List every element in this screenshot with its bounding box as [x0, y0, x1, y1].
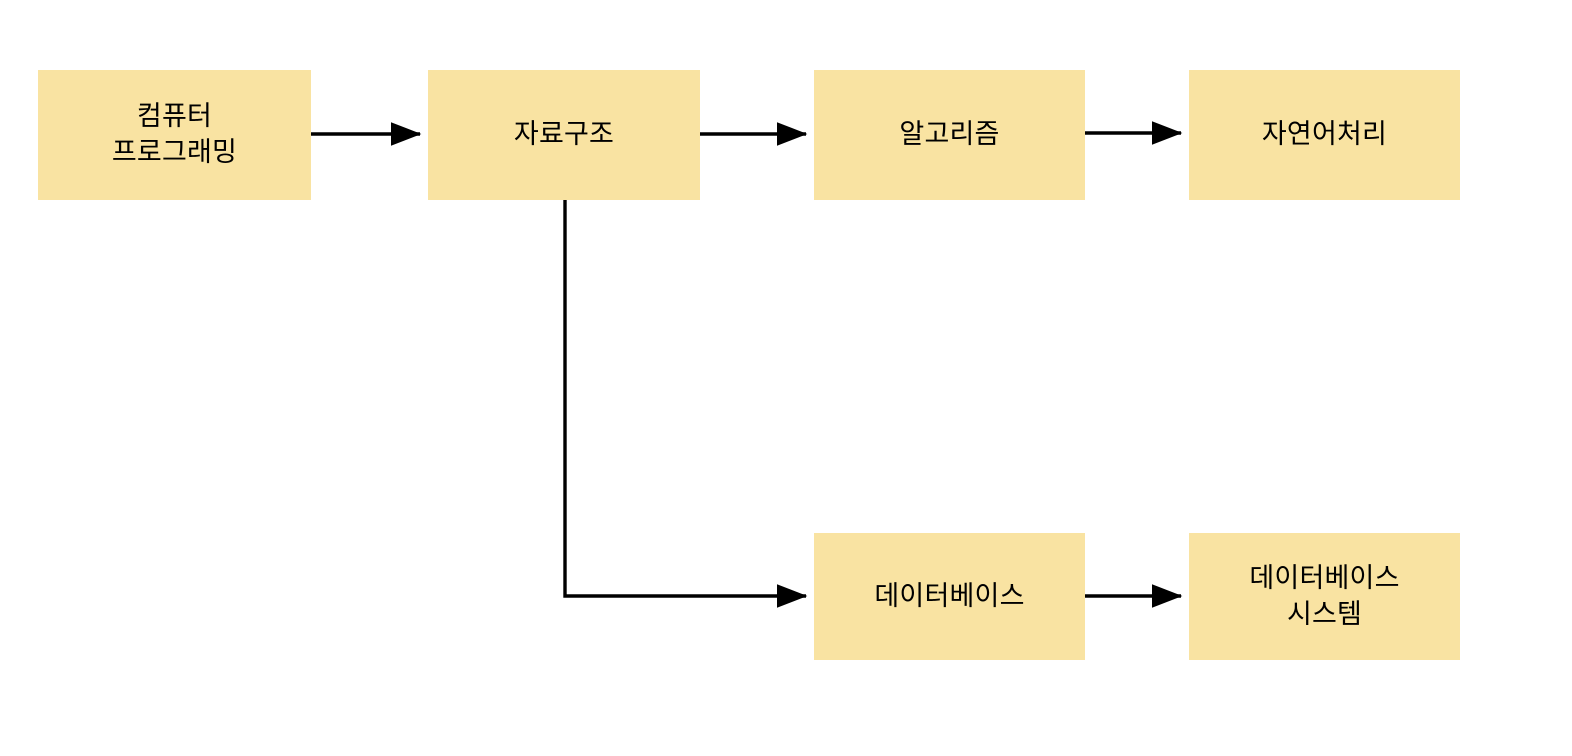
edge-data-structures-to-database	[563, 200, 808, 608]
node-computer-programming[interactable]: 컴퓨터 프로그래밍	[38, 70, 311, 200]
node-label-database: 데이터베이스	[874, 580, 1025, 612]
node-label-algorithms: 알고리즘	[899, 119, 1000, 151]
node-natural-language-processing[interactable]: 자연어처리	[1189, 70, 1460, 200]
node-label-natural-language-processing: 자연어처리	[1261, 119, 1388, 151]
node-data-structures[interactable]: 자료구조	[428, 70, 700, 200]
node-label-computer-programming: 컴퓨터 프로그래밍	[111, 101, 238, 168]
node-algorithms[interactable]: 알고리즘	[814, 70, 1085, 200]
node-label-database-system: 데이터베이스 시스템	[1249, 562, 1400, 630]
node-label-data-structures: 자료구조	[513, 119, 615, 151]
edge-group	[311, 121, 1183, 608]
node-database-system[interactable]: 데이터베이스 시스템	[1189, 533, 1460, 660]
node-database[interactable]: 데이터베이스	[814, 533, 1085, 660]
